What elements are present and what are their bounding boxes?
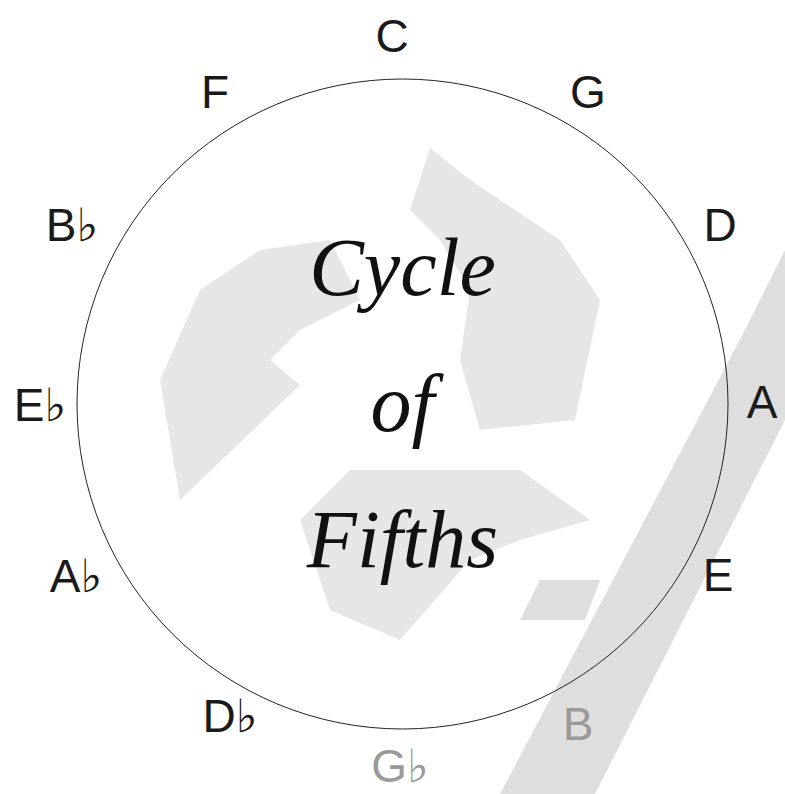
note-name: A [747,379,778,425]
note-name: B♭ [46,202,98,248]
diagram-title: Cycle of Fifths [283,200,523,608]
note-name: C [375,13,408,59]
note-name: F [201,69,229,115]
letter-watermark [500,250,785,794]
note-name: G♭ [371,743,428,789]
note-name: G [570,69,606,115]
circle-node: Cycle of Fifths [76,78,729,730]
note-name: B [563,701,594,747]
note-name: D [703,202,736,248]
note-name: D♭ [203,693,258,739]
note-name: E♭ [14,382,66,428]
note-name: A♭ [50,553,102,599]
note-name: E [703,552,734,598]
recycle-watermark [160,148,600,640]
